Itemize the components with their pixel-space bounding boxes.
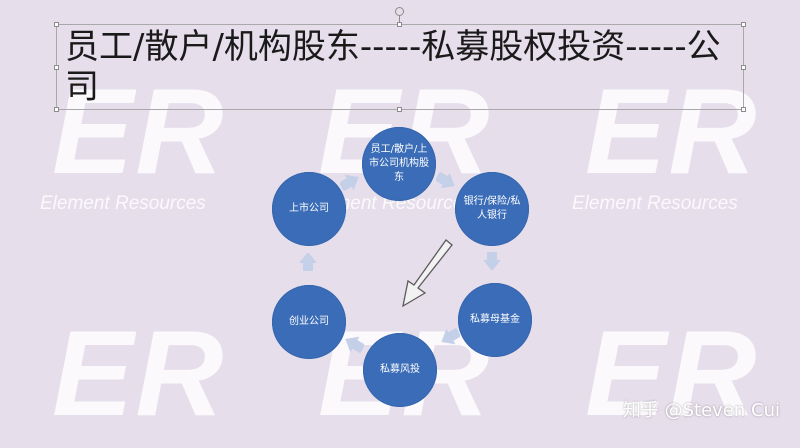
resize-handle-icon[interactable] [54, 65, 59, 70]
node-shareholders[interactable]: 员工/散户/上市公司机构股东 [362, 127, 436, 201]
resize-handle-icon[interactable] [397, 22, 402, 27]
flow-arrow-icon [340, 174, 359, 191]
resize-handle-icon[interactable] [741, 22, 746, 27]
flow-arrow-icon [299, 253, 317, 271]
credit-text: 知乎 @Steven Cui [622, 400, 780, 421]
node-label: 创业公司 [289, 316, 329, 327]
node-label: 私募母基金 [470, 314, 520, 325]
node-pe-fof[interactable]: 私募母基金 [458, 283, 532, 357]
node-label: 私募风投 [380, 364, 420, 375]
node-startup[interactable]: 创业公司 [272, 285, 346, 359]
center-arrow-icon [402, 239, 453, 308]
node-listed[interactable]: 上市公司 [272, 172, 346, 246]
resize-handle-icon[interactable] [397, 107, 402, 112]
resize-handle-icon[interactable] [741, 65, 746, 70]
flow-arrow-icon [345, 336, 364, 353]
node-banks[interactable]: 银行/保险/私人银行 [455, 172, 529, 246]
rotate-handle-stem [399, 15, 400, 24]
flow-arrow-icon [436, 172, 455, 189]
node-label: 银行/保险/私人银行 [463, 196, 521, 221]
node-label: 上市公司 [289, 203, 329, 214]
resize-handle-icon[interactable] [54, 107, 59, 112]
flow-arrow-icon [483, 252, 501, 270]
title-textbox[interactable]: 员工/散户/机构股东-----私募股权投资-----公司 [54, 22, 746, 112]
resize-handle-icon[interactable] [741, 107, 746, 112]
node-pe-vc[interactable]: 私募风投 [363, 333, 437, 407]
page-title[interactable]: 员工/散户/机构股东-----私募股权投资-----公司 [65, 27, 721, 107]
flow-arrow-icon [441, 328, 460, 345]
resize-handle-icon[interactable] [54, 22, 59, 27]
node-label: 员工/散户/上市公司机构股东 [369, 144, 429, 183]
